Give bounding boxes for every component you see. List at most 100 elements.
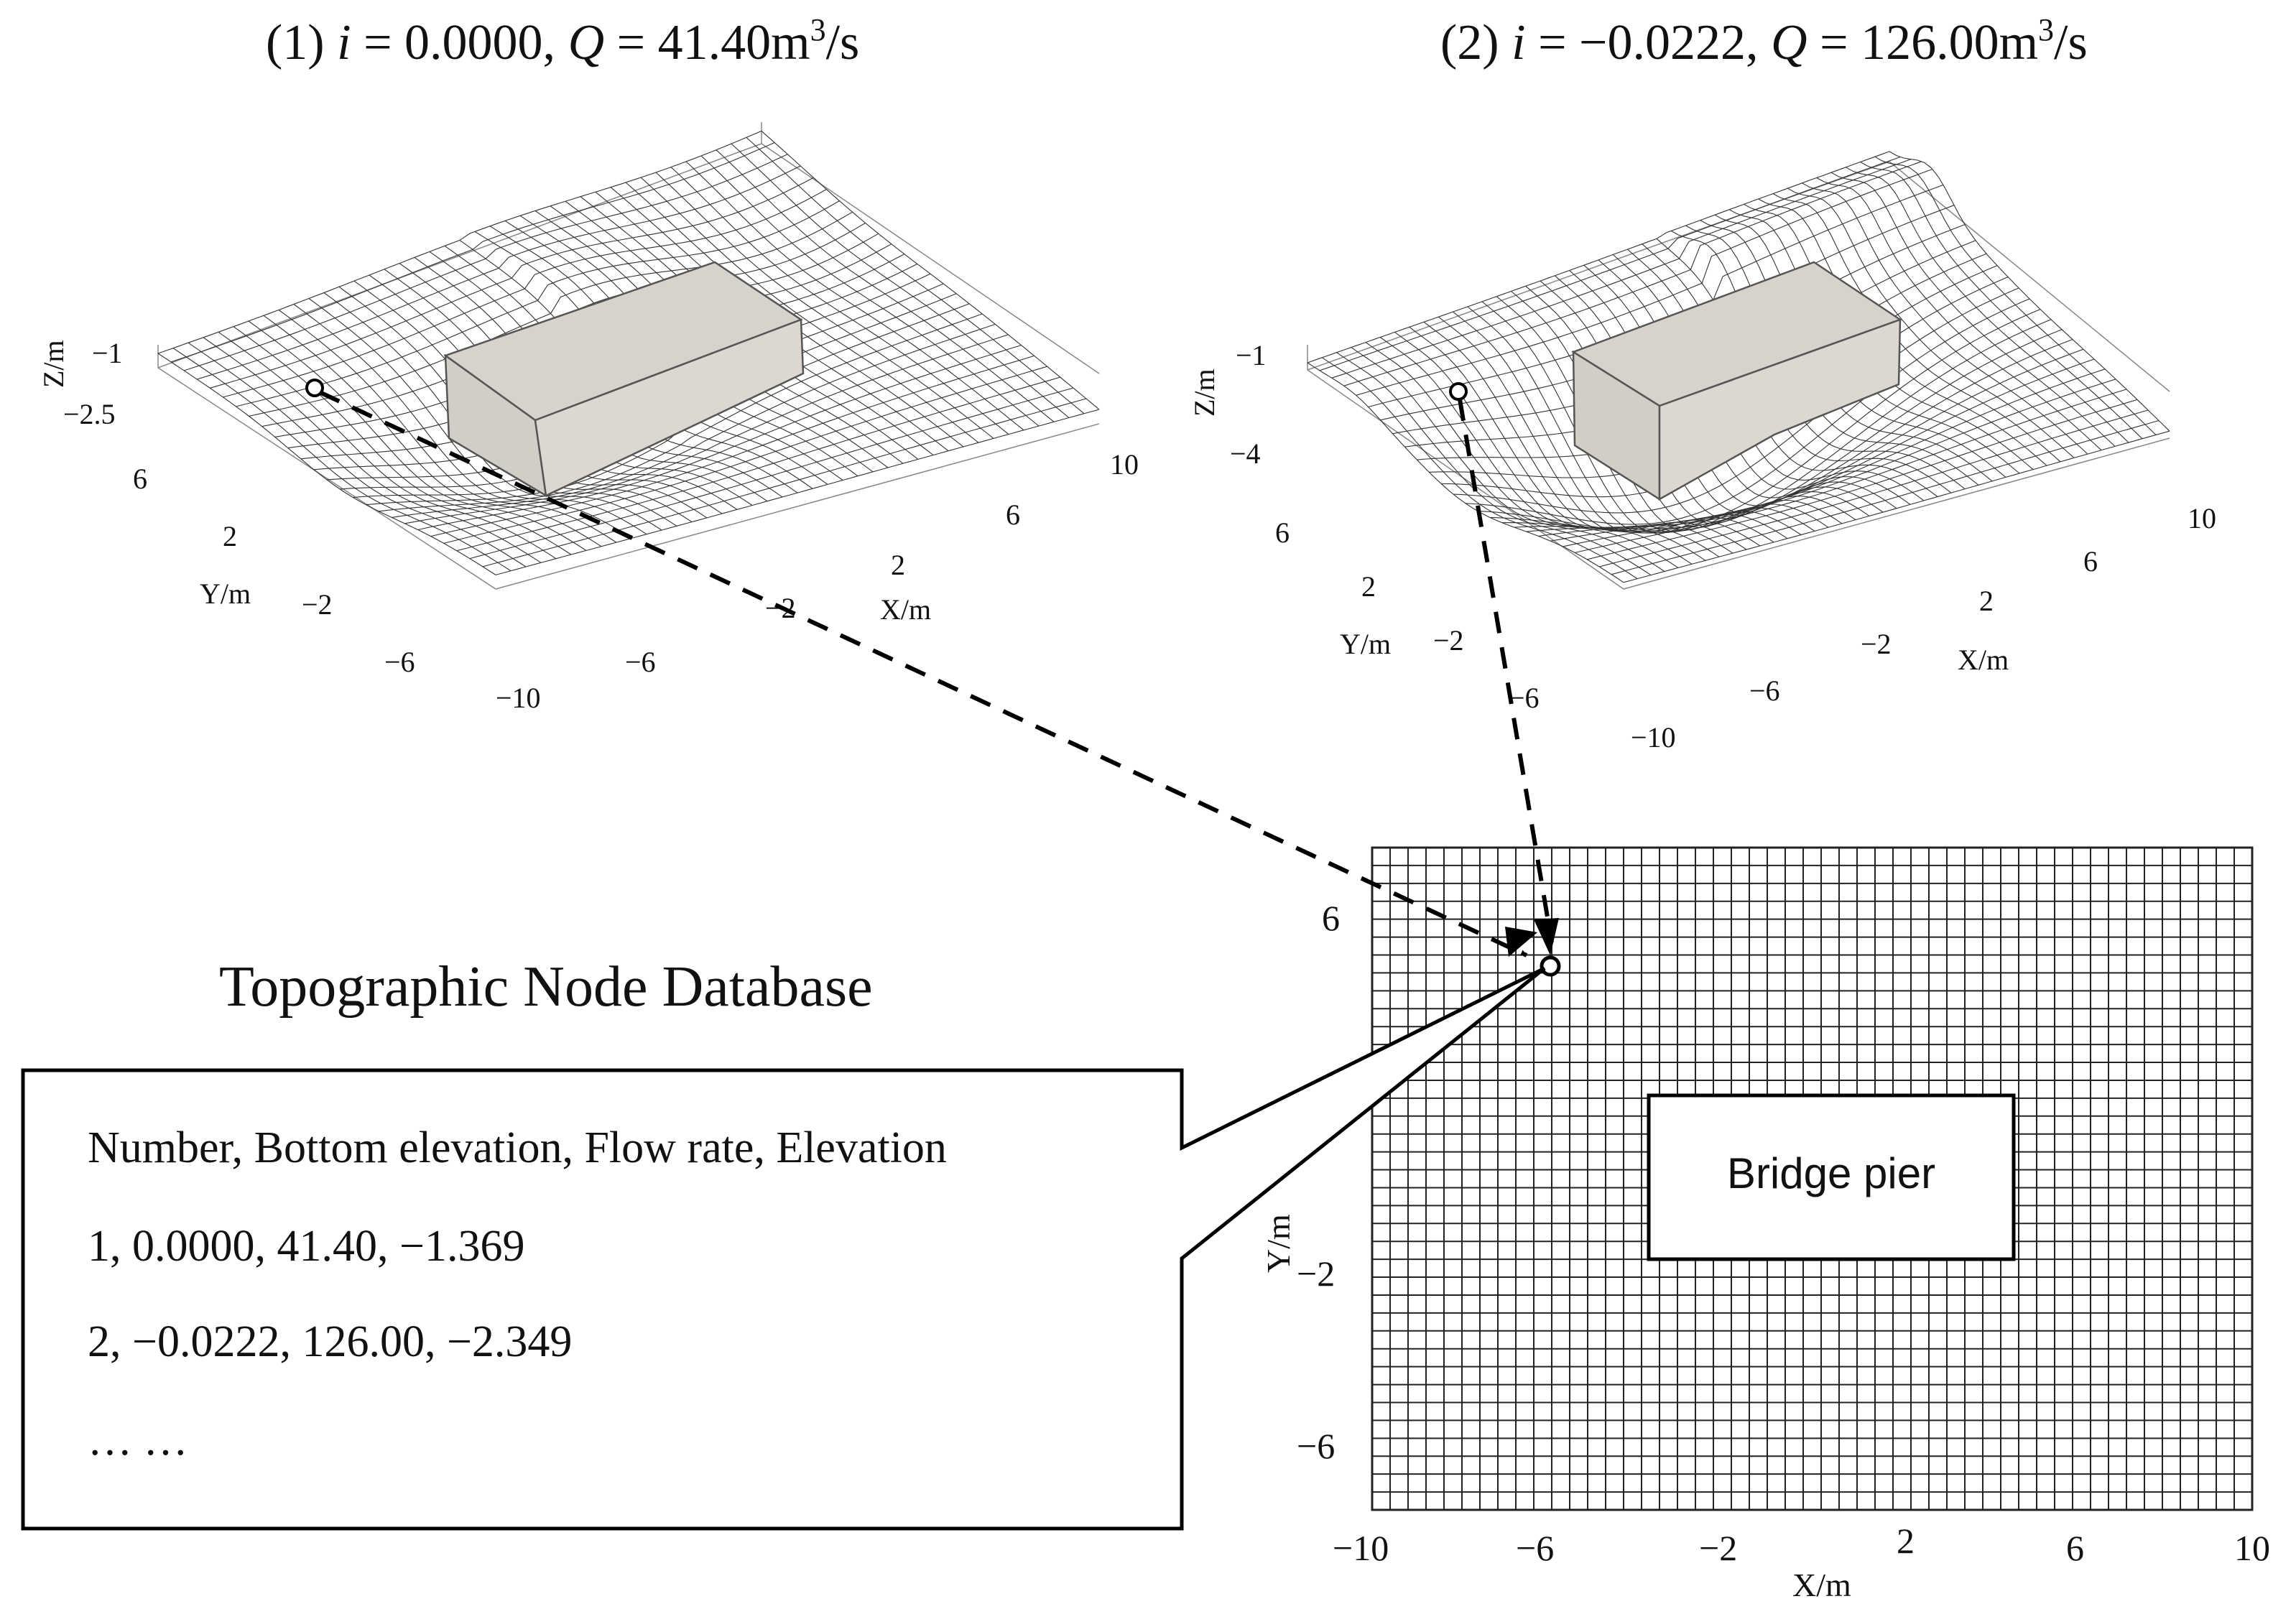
database-ellipsis: … … [88,1416,188,1465]
panel-2-z-tick-1: −1 [1236,339,1267,371]
grid-x-label: X/m [1792,1567,1851,1603]
panel-2-x-tick-3: −2 [1861,628,1892,660]
panel-1-z-tick-2: −2.5 [63,398,116,430]
database-title: Topographic Node Database [219,955,873,1019]
panel-1-mesh-v-line [157,130,762,354]
panel-2-mesh-v-line [1465,298,2030,525]
panel-2-x-tick-6: 10 [2188,502,2216,534]
panel-2-mesh-v-line [1575,389,2127,553]
panel-2-z-tick-2: −4 [1230,437,1261,470]
panel-2-mesh-v-line [1307,151,1890,363]
panel-1-mesh-v-line [495,409,1100,575]
panel-1-mesh-v-line [210,177,814,389]
grid-plot-frame [1371,846,2254,1511]
panel-2-mesh-v-line [1343,161,1922,386]
panel-2-mesh-v-line [1611,419,2160,575]
grid-x-tick-3: −2 [1699,1528,1737,1568]
database-box [21,966,1546,1531]
panel-2-y-tick-1: 6 [1275,516,1290,549]
panel-1-node-marker [305,379,324,397]
panel-1-y-tick-2: 2 [223,520,237,552]
panel-1-title: (1) i = 0.0000, Q = 41.40m3/s [266,12,859,70]
grid-x-tick-4: 2 [1897,1521,1915,1561]
grid-y-label: Y/m [1260,1214,1297,1273]
panel-1-mesh-v-line [417,345,1022,531]
panel-2-mesh-surface [1307,151,2170,583]
grid-x-tick-6: 10 [2234,1528,2270,1568]
panel-2-mesh-v-line [1563,379,2116,547]
database-row-2: 2, −0.0222, 126.00, −2.349 [88,1317,572,1366]
grid-y-tick-4: −6 [1297,1426,1335,1466]
panel-1: (1) i = 0.0000, Q = 41.40m3/s Z/m −1 −2.… [37,12,1139,714]
grid-plot: Bridge pier 6 2 −2 −6 Y/m −10 −6 −2 2 6 … [1260,846,2270,1603]
panel-2-node-marker [1449,382,1468,401]
panel-2-z-label: Z/m [1188,368,1221,417]
panel-2-mesh-v-line [1587,399,2138,560]
panel-2-x-label: X/m [1958,644,2009,676]
panel-1-x-label: X/m [880,593,931,626]
grid-node-marker [1540,955,1561,977]
panel-2-mesh-v-line [1526,348,2084,532]
panel-2-title: (2) i = −0.0222, Q = 126.00m3/s [1440,12,2088,70]
grid-y-tick-1: 6 [1322,898,1340,938]
arrow-from-panel-2 [1458,399,1555,943]
panel-1-mesh-v-line [366,303,970,506]
panel-2-mesh-v-line [1501,329,2063,532]
panel-2-x-tick-5: 6 [2083,545,2098,578]
grid-y-tick-3: −2 [1297,1253,1335,1294]
panel-2-mesh-v-line [1453,287,2019,514]
panel-1-mesh-u-line [761,130,1100,410]
panel-1-y-tick-1: 6 [133,463,147,495]
database-row-1: 1, 0.0000, 41.40, −1.369 [88,1222,524,1271]
panel-1-mesh-v-line [404,334,1009,524]
bridge-pier-box [1647,1093,2016,1261]
panel-1-axis-frame [157,367,1100,590]
panel-2-x-tick-2: −6 [1749,674,1780,707]
panel-1-pier-side [534,318,805,497]
panel-2-mesh-v-line [1538,358,2095,537]
panel-1-mesh-v-line [443,366,1047,544]
grid-x-tick-5: 6 [2066,1528,2084,1568]
panel-1-mesh-v-line [456,376,1060,552]
panel-2-x-tick-1: −10 [1631,721,1676,754]
arrowhead-1-icon [1505,927,1537,957]
panel-2-axis-frame [1307,369,2170,590]
panel-1-mesh-v-line [482,398,1087,567]
panel-1-x-tick-6: 10 [1110,448,1139,481]
panel-1-mesh-surface [157,130,1100,575]
panel-1-y-tick-3: −2 [302,588,333,621]
panel-2-mesh-v-line [1623,430,2170,583]
panel-2-y-tick-3: −2 [1433,624,1464,657]
panel-2-mesh-v-line [1356,168,1933,396]
panel-1-mesh-v-line [236,200,840,407]
panel-1-mesh-u-line [157,353,496,575]
panel-2-mesh-v-line [1477,309,2041,532]
arrow-from-panel-1 [318,390,1528,957]
panel-2-x-tick-4: 2 [1979,585,1994,617]
grid-x-tick-2: −6 [1516,1528,1554,1568]
panel-1-y-label: Y/m [200,578,251,610]
panel-2-mesh-v-line [1514,338,2073,529]
arrowhead-2-icon [1534,918,1559,955]
panel-1-mesh-v-line [197,165,801,380]
panel-1-z-label: Z/m [37,340,70,388]
panel-1-mesh-v-line [223,189,827,398]
panel-1-x-tick-1: −10 [496,682,541,714]
panel-2-mesh-v-line [1599,409,2149,567]
panel-1-y-tick-4: −6 [384,646,415,678]
panel-1-x-tick-2: −6 [625,646,656,678]
panel-2-mesh-v-line [1319,157,1901,371]
database-callout: Topographic Node Database Number, Bottom… [21,955,1546,1531]
panel-1-mesh-v-line [392,323,996,518]
grid-x-tick-1: −10 [1333,1528,1389,1568]
panel-1-mesh-v-line [379,313,983,512]
panel-1-mesh-v-line [469,387,1073,560]
panel-1-mesh-v-line [249,211,853,417]
panel-1-mesh-v-line [170,142,775,363]
panel-2-y-tick-2: 2 [1361,570,1376,603]
database-header: Number, Bottom elevation, Flow rate, Ele… [88,1123,947,1172]
panel-1-x-tick-4: 2 [891,549,905,581]
bridge-pier-label: Bridge pier [1727,1149,1935,1197]
panel-2-mesh-v-line [1331,159,1912,379]
